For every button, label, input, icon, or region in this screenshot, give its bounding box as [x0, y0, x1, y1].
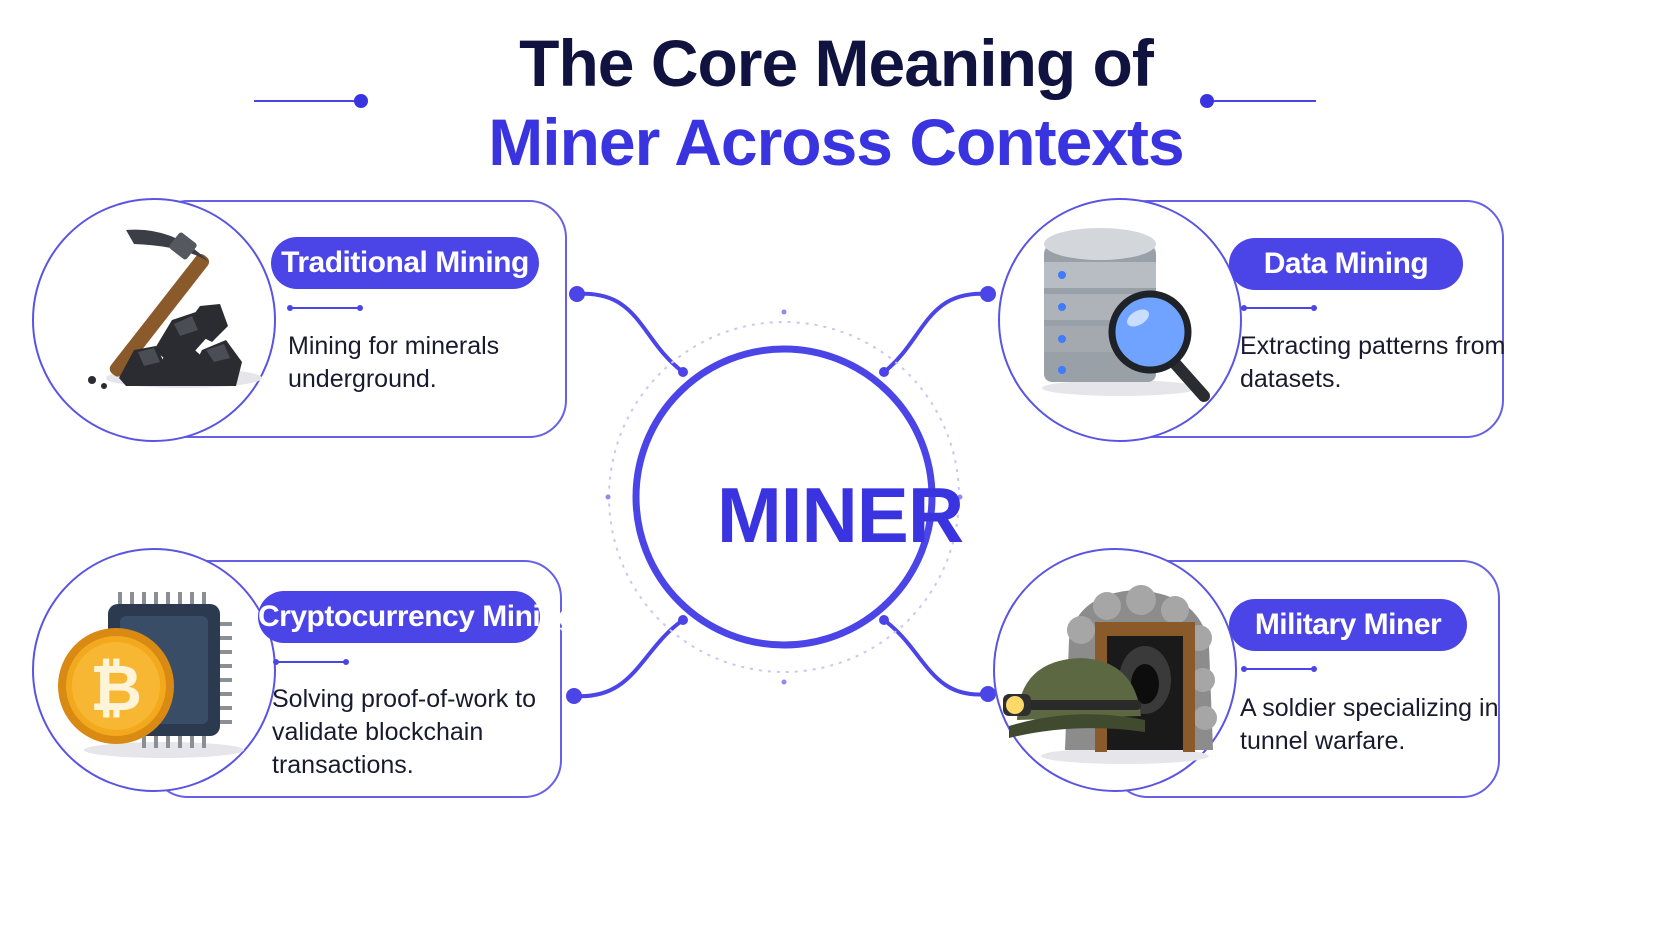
connector-dot-traditional	[569, 286, 585, 302]
hub-ring	[632, 345, 936, 649]
connector-data	[882, 291, 990, 374]
pill-military-miner: Military Miner	[1229, 599, 1467, 651]
pickaxe-coal-icon	[32, 198, 276, 442]
hub-label: MINER	[716, 471, 964, 559]
title-deco-right-dot	[1200, 94, 1214, 108]
title-deco-right-line	[1212, 100, 1316, 102]
title-line-2: Miner Across Contexts	[488, 105, 1184, 179]
pill-data-mining: Data Mining	[1229, 238, 1463, 290]
connector-dot-military	[980, 686, 996, 702]
title-deco-left-dot	[354, 94, 368, 108]
desc-traditional: Mining for minerals underground.	[288, 332, 500, 393]
connector-military	[882, 618, 990, 697]
helmet-tunnel-icon	[993, 548, 1237, 792]
pill-traditional-mining: Traditional Mining	[271, 237, 539, 289]
bitcoin-chip-icon: ₿	[32, 548, 276, 792]
connector-dot-crypto	[566, 688, 582, 704]
connector-crypto	[572, 618, 685, 699]
page-title: The Core Meaning of Miner Across Context…	[0, 24, 1672, 182]
divider-traditional	[287, 305, 363, 311]
database-magnifier-icon	[998, 198, 1242, 442]
connector-dot-data	[980, 286, 996, 302]
divider-data	[1241, 305, 1317, 311]
desc-data: Extracting patterns from datasets.	[1240, 332, 1506, 393]
desc-crypto: Solving proof-of-work to validate blockc…	[272, 685, 537, 779]
title-deco-left-line	[254, 100, 360, 102]
desc-military: A soldier specializing in tunnel warfare…	[1240, 694, 1499, 755]
svg-text:₿: ₿	[90, 652, 142, 726]
divider-crypto	[273, 659, 349, 665]
connector-traditional	[575, 291, 685, 374]
pill-cryptocurrency-mining: Cryptocurrency Mining	[258, 591, 576, 643]
title-line-1: The Core Meaning of	[519, 26, 1154, 100]
divider-military	[1241, 666, 1317, 672]
